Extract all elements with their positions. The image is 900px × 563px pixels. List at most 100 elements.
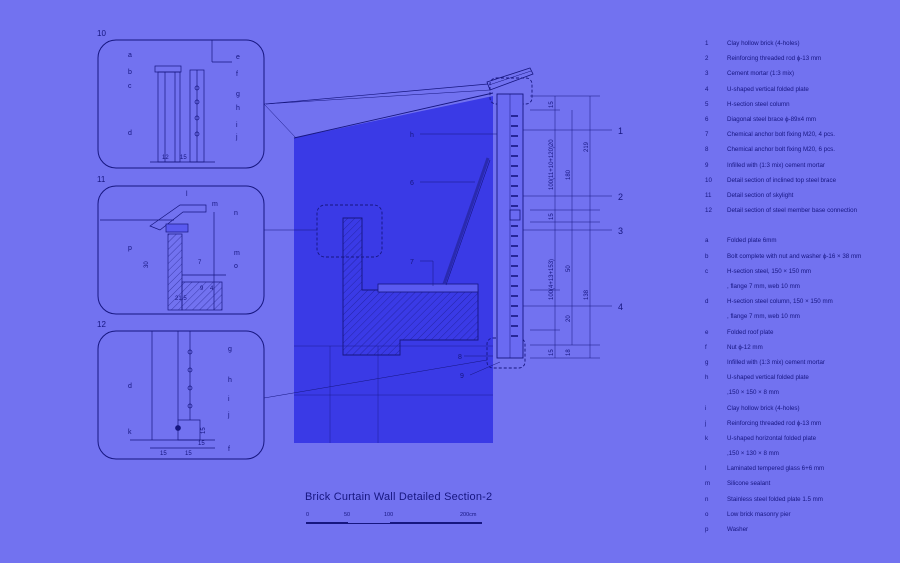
legend-item: h U-shaped vertical folded plate xyxy=(705,374,895,389)
d12-letter-h: h xyxy=(228,377,232,384)
legend-text: H-section steel, 150 × 150 mm xyxy=(727,267,812,275)
detail-10-leader-b xyxy=(263,103,297,139)
legend-text: Infilled with (1:3 mix) cement mortar xyxy=(727,358,825,366)
dim-d12-4: 15 xyxy=(198,441,205,447)
legend-key: 7 xyxy=(705,131,709,139)
dim-d12-3: 15 xyxy=(201,427,207,434)
d10-letter-j: j xyxy=(235,134,238,141)
legend-key: d xyxy=(705,298,709,306)
dim-right-6: 100(4+13+153) xyxy=(549,259,555,300)
scale-segment-1 xyxy=(306,522,348,524)
legend-text: Infilled with (1:3 mix) cement mortar xyxy=(727,161,825,169)
legend-text: Nut ɸ-12 mm xyxy=(727,343,763,351)
pier-cap-slab xyxy=(377,283,479,293)
legend-text: H-section steel column, 150 × 150 mm xyxy=(727,298,833,306)
legend-key: 5 xyxy=(705,100,709,108)
detail-number-10: 10 xyxy=(97,29,106,38)
marker-leaders xyxy=(420,129,612,376)
legend-text: ,150 × 150 × 8 mm xyxy=(727,389,779,397)
d12-letter-j: j xyxy=(227,412,230,419)
scale-bar: 0 50 100 200cm xyxy=(306,512,482,526)
drawing-title: Brick Curtain Wall Detailed Section-2 xyxy=(305,491,493,503)
dim-right-1: 15 xyxy=(549,101,555,108)
detail-11-content xyxy=(100,204,226,311)
dim-right-2: 100(11+10+120)20 xyxy=(549,139,555,190)
legend-key: j xyxy=(705,419,707,427)
legend-text: Chemical anchor bolt fixing M20, 6 pcs. xyxy=(727,146,835,154)
legend-key: g xyxy=(705,358,709,366)
detail-boxes xyxy=(97,39,491,460)
diagonal-brace-edge xyxy=(445,159,491,286)
legend-item: o Low brick masonry pier xyxy=(705,511,895,526)
legend-text: Laminated tempered glass 6+6 mm xyxy=(727,465,825,473)
section-marker-2: 2 xyxy=(618,192,623,202)
d10-letter-d: d xyxy=(128,130,132,137)
legend-key: h xyxy=(705,374,709,382)
legend-text: Detail section of inclined top steel bra… xyxy=(727,176,837,184)
dim-d12-1: 15 xyxy=(160,451,167,457)
legend-text: Diagonal steel brace ɸ-89x4 mm xyxy=(727,115,817,123)
legend-key: 10 xyxy=(705,176,712,184)
legend-key: e xyxy=(705,328,709,336)
legend-text: H-section steel column xyxy=(727,100,790,108)
d12-letter-f: f xyxy=(228,446,230,453)
legend-text: Stainless steel folded plate 1.5 mm xyxy=(727,495,823,503)
legend-text: Low brick masonry pier xyxy=(727,510,791,518)
legend-key: n xyxy=(705,495,709,503)
legend-key: 6 xyxy=(705,115,709,123)
d10-letter-f: f xyxy=(236,71,238,78)
d11-letter-n: n xyxy=(234,210,238,217)
legend-text: , flange 7 mm, web 10 mm xyxy=(727,313,800,321)
legend-key: 3 xyxy=(705,70,709,78)
d11-letter-l: l xyxy=(186,191,188,198)
d10-letter-b: b xyxy=(128,69,132,76)
d12-letter-g: g xyxy=(228,346,232,353)
legend-key: 9 xyxy=(705,161,709,169)
main-section xyxy=(265,67,612,443)
d11-letter-m: m xyxy=(212,201,218,208)
legend-item: 5 H-section steel column xyxy=(705,101,895,116)
legend-text: U-shaped vertical folded plate xyxy=(727,374,809,382)
legend-item: g Infilled with (1:3 mix) cement mortar xyxy=(705,359,895,374)
detail-10-content xyxy=(150,40,232,163)
legend-text: , flange 7 mm, web 10 mm xyxy=(727,283,800,290)
dim-d11-5: 4 xyxy=(210,286,214,292)
legend-key: o xyxy=(705,510,709,518)
legend-item: , flange 7 mm, web 10 mm xyxy=(705,283,895,298)
legend-item: f Nut ɸ-12 mm xyxy=(705,344,895,359)
d11-letter-o: o xyxy=(234,263,238,270)
legend-item: 10 Detail section of inclined top steel b… xyxy=(705,177,895,192)
legend-item: d H-section steel column, 150 × 150 mm xyxy=(705,298,895,313)
legend-item: 7 Chemical anchor bolt fixing M20, 4 pcs. xyxy=(705,131,895,146)
legend-key: k xyxy=(705,434,709,442)
legend-key: b xyxy=(705,252,709,260)
section-letter-7: 7 xyxy=(410,259,414,266)
d10-letter-h: h xyxy=(236,105,240,112)
legend-key: i xyxy=(705,404,707,412)
legend-text: Folded plate 6mm xyxy=(727,237,777,245)
dim-right-9: 20 xyxy=(566,315,572,322)
legend-item: n Stainless steel folded plate 1.5 mm xyxy=(705,496,895,511)
dim-right-5: 15 xyxy=(549,213,555,220)
legend-text: Reinforcing threaded rod ɸ-13 mm xyxy=(727,55,822,63)
dim-d11-1: 30 xyxy=(144,261,150,268)
legend-key: f xyxy=(705,343,707,351)
roof-line-upper xyxy=(265,83,489,105)
legend-key: 8 xyxy=(705,146,709,154)
legend-text: Chemical anchor bolt fixing M20, 4 pcs. xyxy=(727,131,835,139)
legend-key: m xyxy=(705,480,711,488)
d11-letter-m2: m xyxy=(234,250,240,257)
legend-text: Detail section of steel member base conn… xyxy=(727,207,858,215)
mid-plate xyxy=(509,209,521,221)
section-marker-4: 4 xyxy=(618,302,623,312)
legend-item: 9 Infilled with (1:3 mix) cement mortar xyxy=(705,162,895,177)
